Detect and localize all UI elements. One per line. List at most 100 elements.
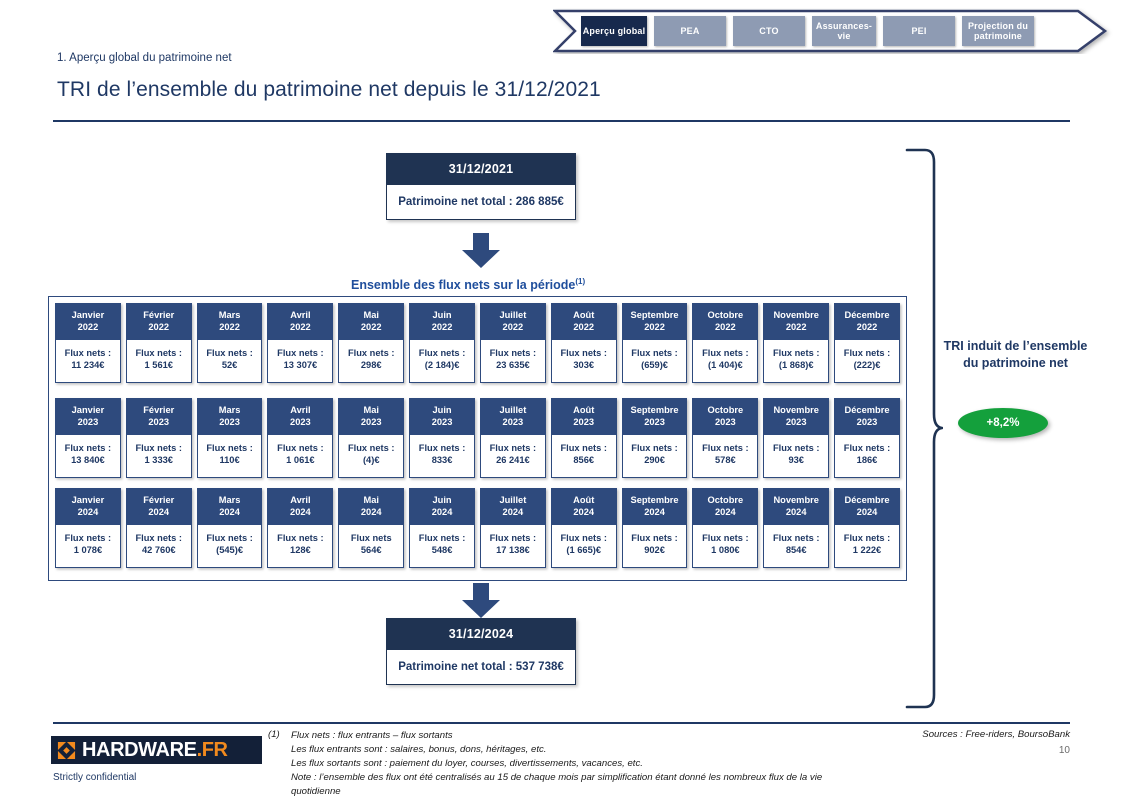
page-title: TRI de l’ensemble du patrimoine net depu… bbox=[57, 78, 601, 101]
flux-cell-label: Flux nets : bbox=[135, 533, 182, 544]
logo-wordmark: HARDWARE.FR bbox=[82, 739, 228, 762]
flux-cell-month: Septembre bbox=[630, 495, 679, 505]
flux-cell-month: Avril bbox=[290, 310, 311, 320]
flux-cell-year: 2024 bbox=[77, 506, 99, 517]
flux-cell-month: Juin bbox=[432, 310, 452, 320]
flux-cell-value: 548€ bbox=[431, 545, 453, 556]
sources-label: Sources : Free-riders, BoursoBank bbox=[922, 729, 1070, 740]
flux-cell-value: 17 138€ bbox=[496, 545, 530, 556]
flux-cell-month: Février bbox=[143, 495, 175, 505]
footer-divider bbox=[53, 722, 1070, 724]
flux-cell-body: Flux nets :93€ bbox=[763, 435, 830, 478]
flux-cell-label: Flux nets : bbox=[843, 443, 891, 454]
footnote-line: Les flux entrants sont : salaires, bonus… bbox=[291, 743, 547, 755]
flux-cell-body: Flux nets :854€ bbox=[763, 525, 830, 568]
flux-cell-label: Flux nets : bbox=[843, 348, 891, 359]
flux-cell-body: Flux nets :290€ bbox=[621, 435, 688, 478]
flux-cell-label: Flux nets : bbox=[489, 533, 537, 544]
flux-cell-body: Flux nets :1 078€ bbox=[55, 525, 121, 568]
flux-cell-year: 2024 bbox=[715, 506, 736, 517]
flux-cell-value: (1 404)€ bbox=[708, 360, 743, 371]
nav-tab-label: Aperçu global bbox=[582, 25, 646, 36]
flux-cell-month: Octobre bbox=[707, 405, 744, 415]
nav-tab-label: PEI bbox=[911, 25, 927, 36]
flux-cell-body: Flux nets :1 061€ bbox=[267, 435, 334, 478]
flux-cell-value: 1 078€ bbox=[73, 545, 103, 556]
nav-tab-pea[interactable]: PEA bbox=[654, 16, 726, 46]
flux-cell-value: 13 307€ bbox=[283, 360, 318, 371]
flux-cell-label: Flux nets : bbox=[277, 443, 324, 454]
flux-cell-body: Flux nets :26 241€ bbox=[479, 435, 546, 478]
flux-cell-month: Mai bbox=[363, 310, 379, 320]
flux-cell-year: 2023 bbox=[856, 416, 878, 427]
nav-tab-label: Projection du patrimoine bbox=[967, 20, 1029, 41]
flux-cell-label: Flux nets : bbox=[418, 533, 466, 544]
flux-cell-label: Flux nets : bbox=[772, 348, 820, 359]
tri-value: +8,2% bbox=[986, 417, 1020, 429]
flux-cell-label: Flux nets : bbox=[702, 443, 749, 454]
flux-cell-month: Octobre bbox=[707, 495, 744, 505]
section-navigation[interactable]: Aperçu global PEA CTO Assurances-vie PEI… bbox=[553, 8, 1113, 54]
flux-cell-year: 2023 bbox=[290, 416, 311, 427]
flux-cell-value: 1 333€ bbox=[144, 455, 173, 466]
flux-cell-label: Flux nets : bbox=[277, 533, 324, 544]
flux-cell-year: 2022 bbox=[290, 321, 311, 332]
flux-cell-year: 2022 bbox=[77, 321, 99, 332]
flux-heading-text: Ensemble des flux nets sur la période bbox=[351, 278, 576, 293]
flux-cell-month: Septembre bbox=[630, 405, 679, 415]
flux-cell-year: 2023 bbox=[502, 416, 524, 427]
flux-cell-value: 128€ bbox=[290, 545, 311, 556]
nav-tab-projection-patrimoine[interactable]: Projection du patrimoine bbox=[962, 16, 1034, 46]
flux-cell-label: Flux nets : bbox=[702, 348, 749, 359]
nav-tab-cto[interactable]: CTO bbox=[733, 16, 805, 46]
flux-cell-month: Mai bbox=[363, 495, 379, 505]
flux-cell-value: 290€ bbox=[644, 455, 665, 466]
nav-tab-pei[interactable]: PEI bbox=[883, 16, 955, 46]
logo-main-text: HARDWARE bbox=[82, 738, 197, 761]
flux-cell-label: Flux nets : bbox=[560, 443, 607, 454]
flux-cell-body: Flux nets :(1 868)€ bbox=[763, 340, 830, 383]
flux-cell-value: (4)€ bbox=[362, 455, 380, 466]
flux-cell-value: 13 840€ bbox=[71, 455, 105, 466]
flux-cell-year: 2022 bbox=[644, 321, 665, 332]
flux-cell-value: 298€ bbox=[360, 360, 382, 371]
flux-cell-label: Flux nets : bbox=[489, 348, 537, 359]
flux-cell-month: Novembre bbox=[773, 405, 819, 415]
flux-cell-label: Flux nets : bbox=[631, 348, 678, 359]
flux-cell-body: Flux nets :(4)€ bbox=[338, 435, 405, 478]
flux-cell-label: Flux nets : bbox=[347, 443, 395, 454]
flux-cell-year: 2022 bbox=[573, 321, 595, 332]
flux-cell-value: 564€ bbox=[360, 545, 382, 556]
footnote-line: Flux nets : flux entrants – flux sortant… bbox=[291, 730, 453, 741]
flux-cell-body: Flux nets :856€ bbox=[550, 435, 617, 478]
nav-tab-assurances-vie[interactable]: Assurances-vie bbox=[812, 16, 876, 46]
nav-tab-label: PEA bbox=[680, 25, 700, 36]
flux-cell-body: Flux nets :186€ bbox=[834, 435, 900, 478]
flux-cell-month: Décembre bbox=[844, 495, 890, 505]
flux-cell-year: 2024 bbox=[219, 506, 240, 517]
flux-cell-body: Flux nets :1 561€ bbox=[125, 340, 192, 383]
nav-tab-apercu-global[interactable]: Aperçu global bbox=[581, 16, 647, 46]
flux-cell-label: Flux nets : bbox=[418, 348, 466, 359]
flux-cell-body: Flux nets :298€ bbox=[338, 340, 405, 383]
flux-cell-month: Juillet bbox=[499, 495, 527, 505]
